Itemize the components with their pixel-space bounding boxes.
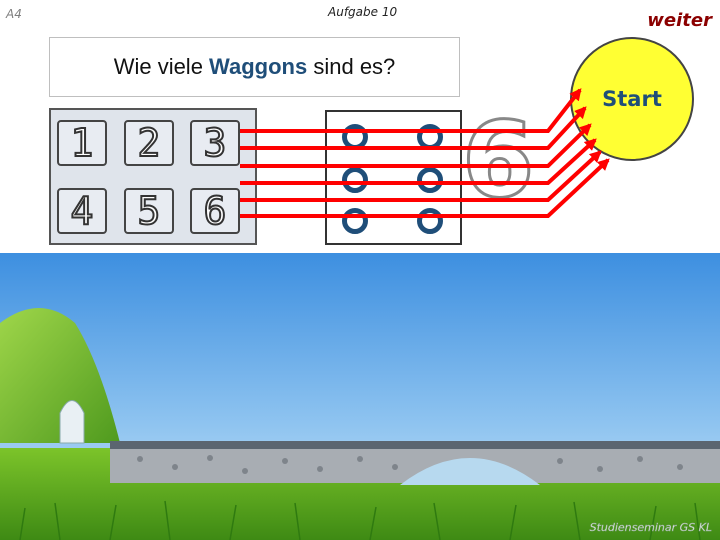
dot bbox=[342, 167, 368, 193]
number-button-4[interactable]: 4 bbox=[57, 188, 107, 234]
question-box: Wie viele Waggons sind es? bbox=[49, 37, 460, 97]
number-button-1[interactable]: 1 bbox=[57, 120, 107, 166]
rail-track bbox=[110, 441, 720, 449]
dot-card bbox=[325, 110, 462, 245]
landscape-scene bbox=[0, 253, 720, 540]
task-title: Aufgabe 10 bbox=[328, 5, 398, 19]
number-button-6[interactable]: 6 bbox=[190, 188, 240, 234]
number-button-5[interactable]: 5 bbox=[124, 188, 174, 234]
dot bbox=[342, 208, 368, 234]
question-keyword: Waggons bbox=[209, 54, 308, 79]
question-text-start: Wie viele bbox=[113, 54, 210, 79]
number-button-2[interactable]: 2 bbox=[124, 120, 174, 166]
page-label: A4 bbox=[6, 7, 22, 21]
bridge-arch bbox=[400, 458, 540, 485]
start-button[interactable]: Start bbox=[570, 37, 694, 161]
dot bbox=[342, 124, 368, 150]
dot bbox=[417, 167, 443, 193]
number-button-3[interactable]: 3 bbox=[190, 120, 240, 166]
dot bbox=[417, 208, 443, 234]
tunnel-opening bbox=[59, 400, 85, 444]
dot bbox=[417, 124, 443, 150]
answer-digit: 6 bbox=[460, 99, 535, 221]
hill bbox=[0, 308, 120, 443]
next-button[interactable]: weiter bbox=[606, 2, 720, 38]
credit-text: Studienseminar GS KL bbox=[589, 521, 712, 534]
question-text-end: sind es? bbox=[307, 54, 396, 79]
question-text: Wie viele Waggons sind es? bbox=[114, 54, 396, 80]
